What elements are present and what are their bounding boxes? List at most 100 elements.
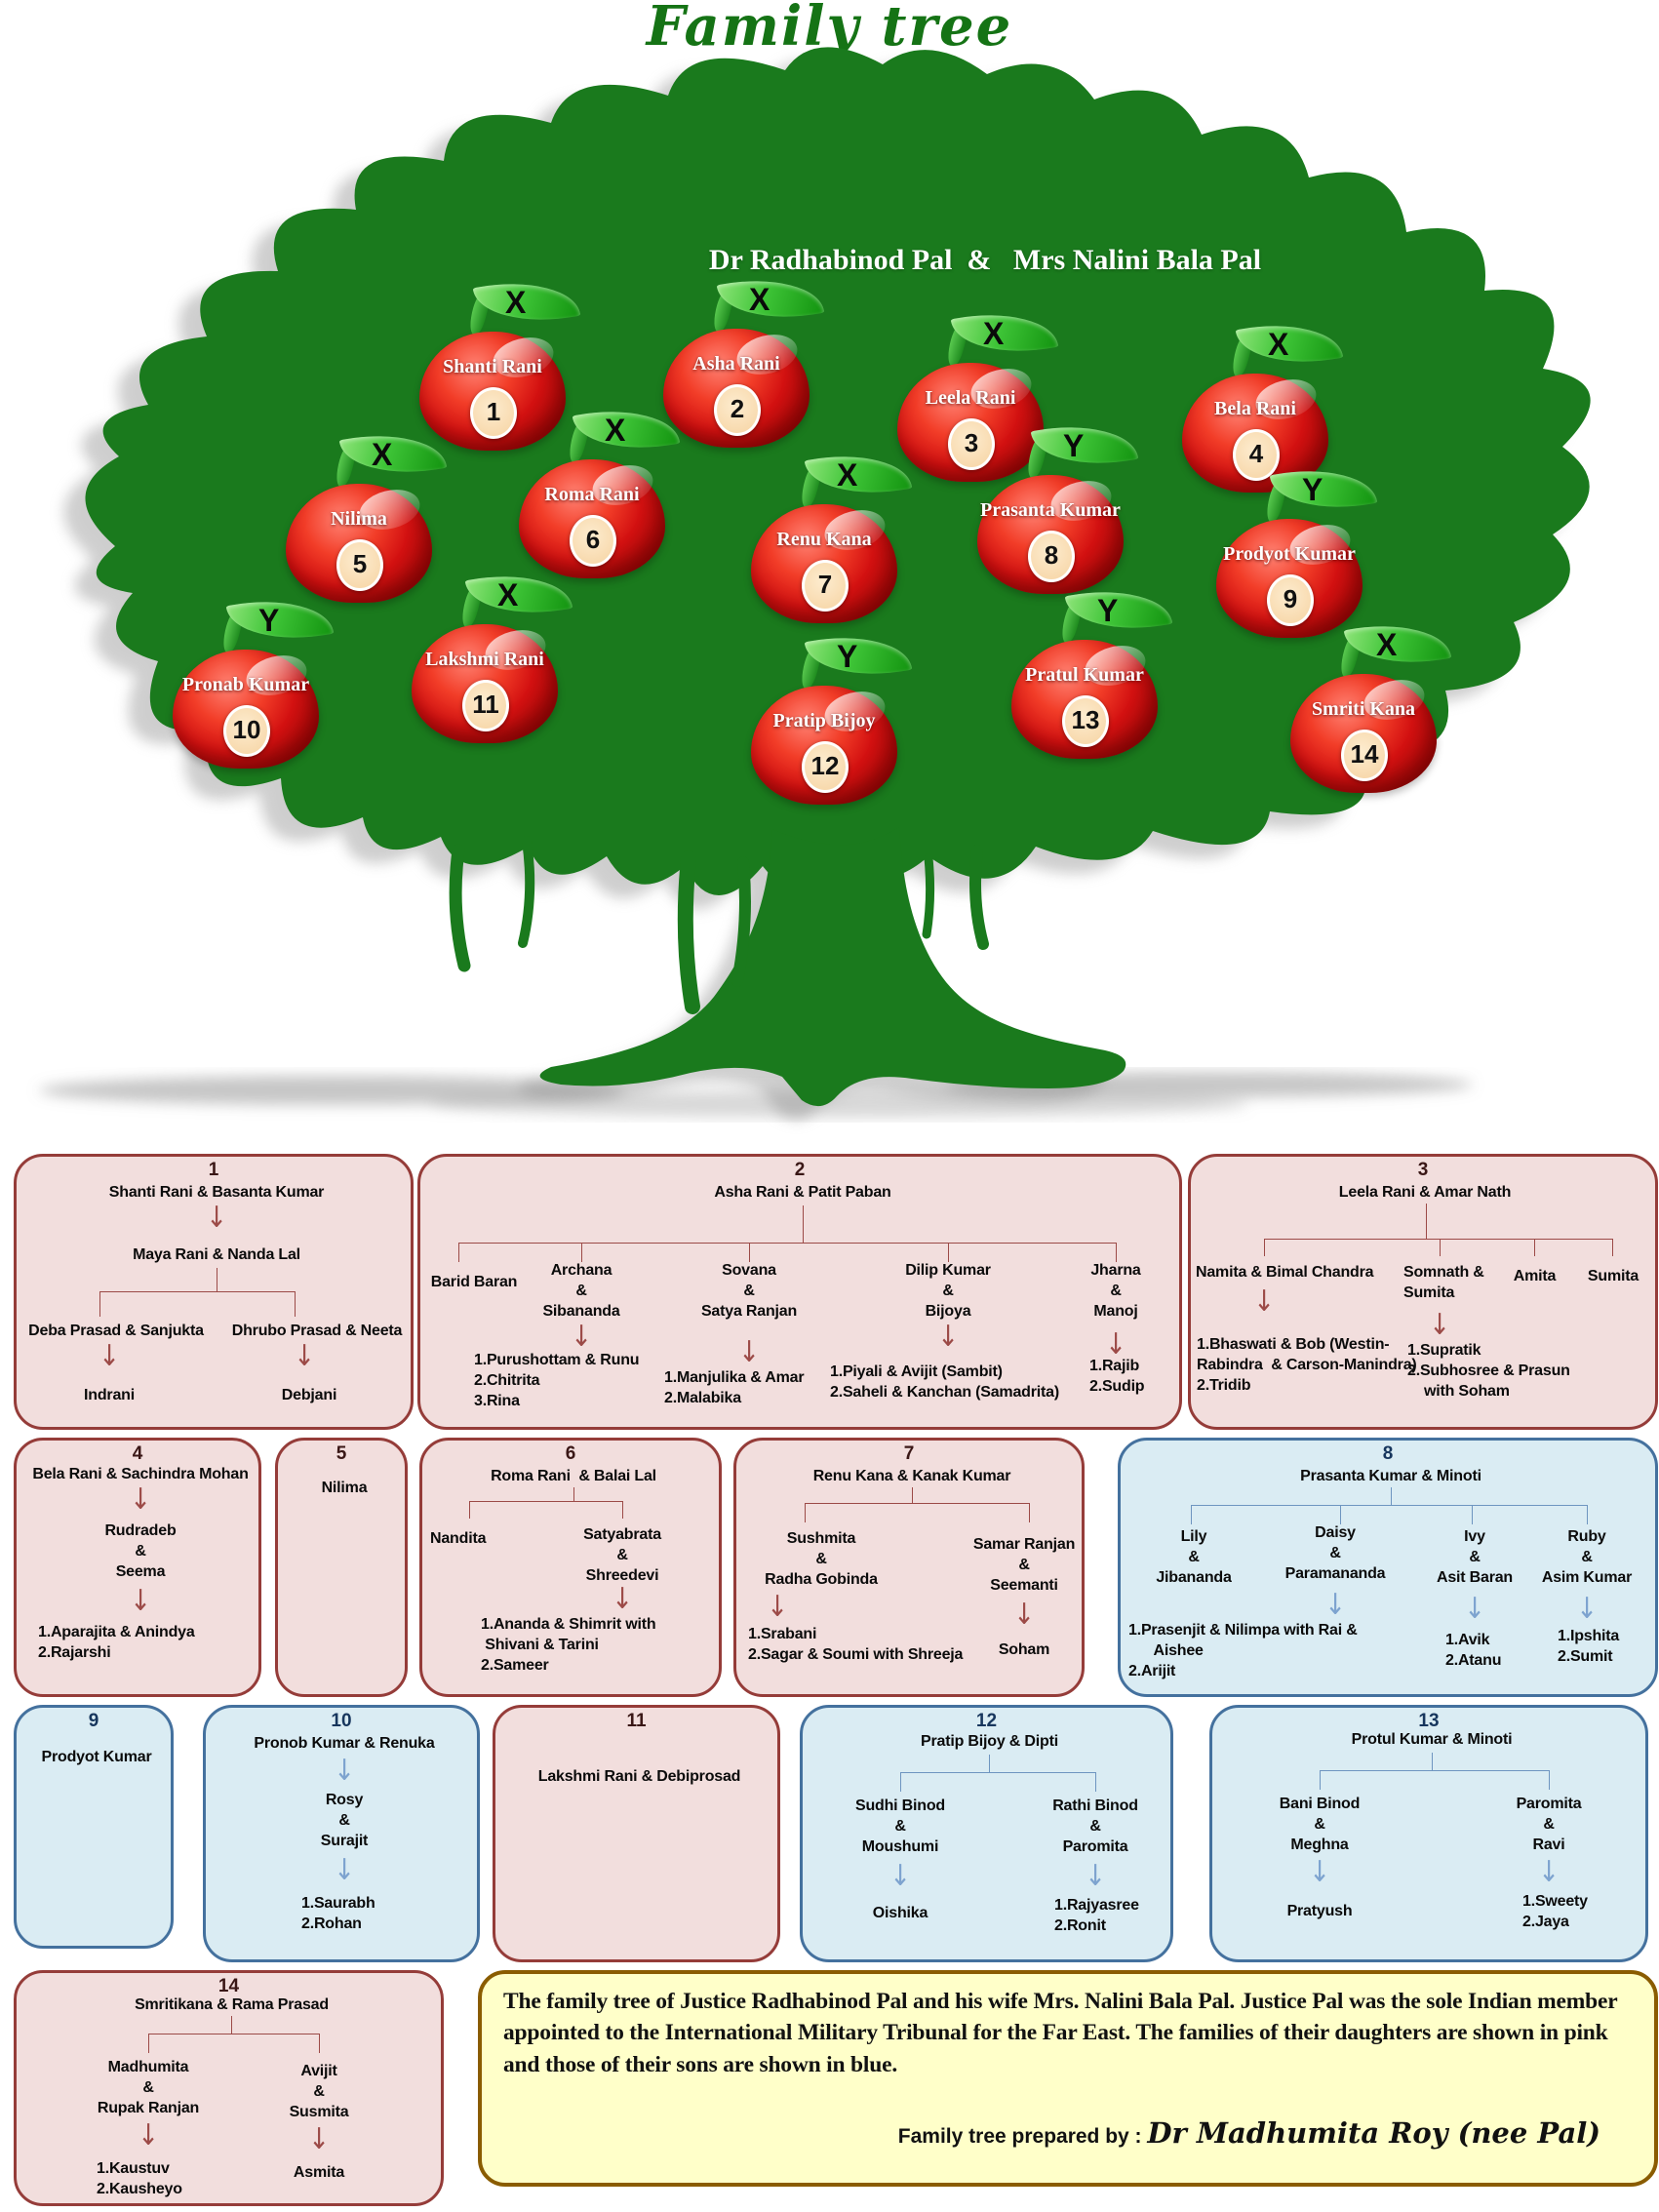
apple-name: Pronab Kumar (181, 674, 310, 695)
family-text: Oishika (872, 1905, 928, 1921)
family-text: 1.Aparajita & Anindya 2.Rajarshi (38, 1624, 195, 1662)
box-number: 1 (208, 1160, 219, 1180)
chromosome-letter: X (371, 436, 393, 472)
down-arrow-icon: ↓ (138, 2118, 159, 2153)
box-number: 2 (794, 1160, 806, 1180)
family-text: Dilip Kumar & Bijoya (905, 1262, 991, 1321)
apple-number-badge: 3 (948, 418, 995, 470)
connector-line (803, 1205, 804, 1243)
apple-number-badge: 13 (1062, 695, 1109, 747)
connector-line (622, 1501, 623, 1519)
family-text: Protul Kumar & Minoti (1351, 1731, 1513, 1748)
connector-line (1587, 1505, 1588, 1524)
connector-line (1432, 1753, 1433, 1770)
family-text: 1.Ananda & Shimrit with Shivani & Tarini… (481, 1616, 656, 1675)
connector-line (458, 1243, 459, 1262)
family-text: Indrani (84, 1387, 135, 1403)
connector-line (989, 1755, 990, 1772)
down-arrow-icon: ↓ (889, 1859, 911, 1894)
family-text: Shanti Rani & Basanta Kumar (108, 1184, 325, 1201)
family-text: Roma Rani & Balai Lal (491, 1468, 656, 1484)
down-arrow-icon: ↓ (130, 1482, 151, 1518)
tree-vines (449, 836, 989, 1014)
chromosome-letter: X (748, 281, 770, 317)
apple-number-badge: 7 (802, 560, 849, 612)
chromosome-letter: X (1375, 626, 1398, 662)
box-number: 11 (626, 1711, 647, 1731)
connector-line (805, 1503, 1029, 1504)
chromosome-letter: X (604, 412, 626, 448)
family-text: Sovana & Satya Ranjan (700, 1262, 798, 1321)
connector-line (99, 1291, 100, 1317)
connector-line (1549, 1770, 1550, 1790)
connector-line (1191, 1505, 1192, 1524)
down-arrow-icon: ↓ (99, 1339, 120, 1374)
box-number: 3 (1417, 1160, 1429, 1180)
down-arrow-icon: ↓ (1309, 1855, 1330, 1890)
family-text: 1.Rajyasree 2.Ronit (1054, 1897, 1139, 1935)
family-text: Maya Rani & Nanda Lal (133, 1246, 300, 1263)
box-number: 6 (565, 1443, 576, 1464)
down-arrow-icon: ↓ (738, 1335, 760, 1370)
family-text: Daisy & Paramananda (1284, 1524, 1386, 1583)
connector-line (99, 1291, 295, 1292)
family-text: Bela Rani & Sachindra Mohan (32, 1466, 249, 1482)
apple-number-badge: 1 (470, 387, 517, 439)
ground-shadow (39, 1072, 1473, 1118)
down-arrow-icon: ↓ (1324, 1588, 1346, 1623)
connector-line (148, 2034, 149, 2053)
connector-line (1264, 1239, 1265, 1256)
family-text: Samar Ranjan & Seemanti (972, 1536, 1076, 1595)
family-text: 1.Rajib 2.Sudip (1089, 1358, 1145, 1396)
family-text: Sudhi Binod & Moushumi (854, 1797, 945, 1856)
apple-number-badge: 11 (462, 680, 509, 731)
connector-line (581, 1243, 582, 1262)
connector-line (469, 1501, 622, 1502)
down-arrow-icon: ↓ (1253, 1284, 1275, 1320)
down-arrow-icon: ↓ (767, 1590, 788, 1625)
family-text: Lily & Jibananda (1156, 1528, 1232, 1587)
family-text: 1.Saurabh 2.Rohan (301, 1895, 375, 1933)
box-number: 12 (975, 1711, 998, 1731)
family-text: Nandita (430, 1530, 487, 1547)
down-arrow-icon: ↓ (1429, 1308, 1450, 1343)
family-text: Archana & Sibananda (542, 1262, 620, 1321)
family-text: Jharna & Manoj (1090, 1262, 1141, 1321)
family-text: 1.Avik 2.Atanu (1445, 1632, 1502, 1670)
family-text: Pratyush (1286, 1903, 1353, 1919)
chromosome-letter: Y (257, 602, 280, 638)
down-arrow-icon: ↓ (1013, 1598, 1035, 1633)
down-arrow-icon: ↓ (1085, 1859, 1106, 1894)
apple-number-badge: 10 (223, 705, 270, 757)
family-text: 1.Kaustuv 2.Kausheyo (97, 2160, 182, 2198)
family-text: Avijit & Susmita (289, 2063, 349, 2121)
down-arrow-icon: ↓ (1576, 1592, 1598, 1627)
down-arrow-icon: ↓ (571, 1320, 592, 1355)
family-text: Asha Rani & Patit Paban (714, 1184, 891, 1201)
apple-name: Smriti Kana (1311, 698, 1416, 720)
family-text: Barid Baran (430, 1274, 518, 1290)
chromosome-letter: Y (1062, 427, 1085, 463)
family-text: 1.Ipshita 2.Sumit (1558, 1628, 1620, 1666)
family-text: Rosy & Surajit (320, 1792, 369, 1850)
prepared-by-name: Dr Madhumita Roy (nee Pal) (1147, 2116, 1600, 2150)
family-text: Debjani (281, 1387, 337, 1403)
connector-line (469, 1501, 470, 1519)
box-number: 13 (1418, 1711, 1440, 1731)
connector-line (1029, 1503, 1030, 1522)
apple-name: Pratul Kumar (1025, 664, 1144, 686)
connector-line (1320, 1770, 1321, 1790)
connector-line (1472, 1505, 1473, 1524)
